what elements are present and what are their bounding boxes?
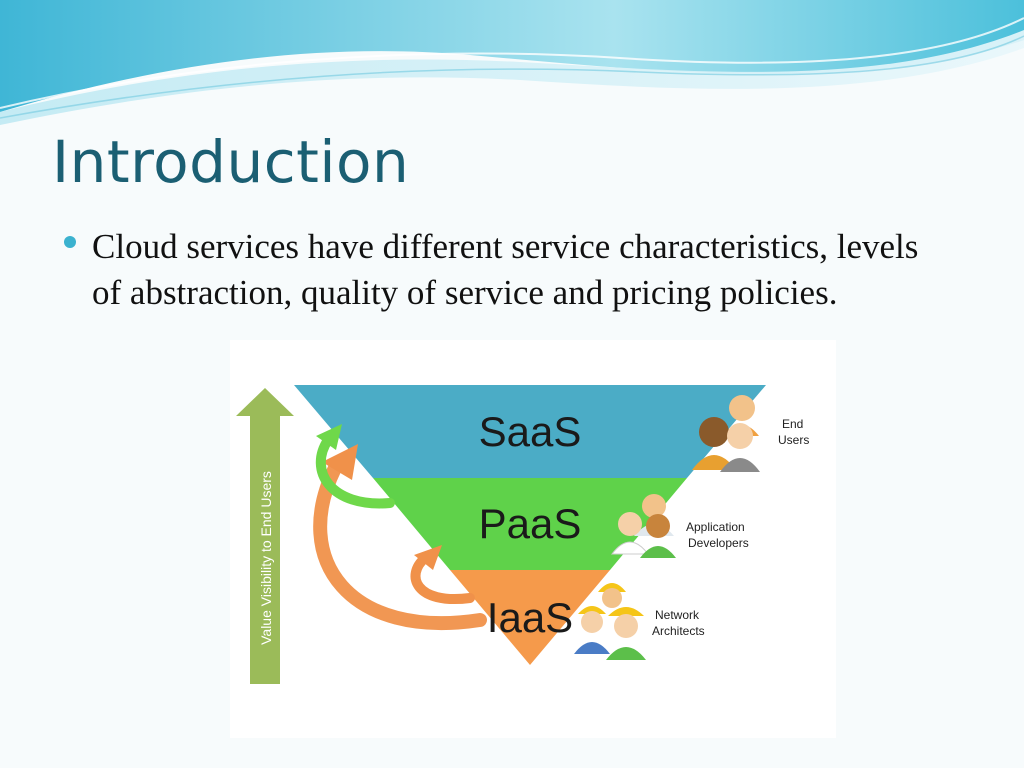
bullet-text: Cloud services have different service ch…	[92, 227, 919, 312]
end-users-label-line1: End	[782, 417, 803, 431]
iaas-label: IaaS	[487, 594, 573, 641]
iaas-layer	[450, 570, 610, 665]
application-developers-label-line1: Application	[686, 520, 745, 534]
value-visibility-label: Value Visibility to End Users	[258, 471, 274, 645]
cloud-service-pyramid-diagram: Value Visibility to End Users SaaS PaaS …	[230, 340, 836, 738]
bullet-marker	[64, 236, 76, 248]
slide-title: Introduction	[52, 128, 410, 196]
paas-label: PaaS	[479, 500, 582, 547]
saas-layer	[294, 385, 766, 478]
end-users-label-line2: Users	[778, 433, 809, 447]
application-developers-label-line2: Developers	[688, 536, 749, 550]
network-architects-label-line2: Architects	[652, 624, 705, 638]
header-wave-decoration	[0, 0, 1024, 125]
network-architects-label-line1: Network	[655, 608, 700, 622]
end-users-people-icon	[692, 395, 760, 472]
saas-label: SaaS	[479, 408, 582, 455]
value-visibility-arrow	[236, 388, 294, 684]
network-architects-people-icon	[574, 583, 646, 660]
curved-arrow-green	[315, 424, 395, 509]
curved-arrow-small	[410, 545, 475, 605]
curved-arrow-large	[313, 444, 487, 631]
paas-layer	[373, 478, 687, 570]
application-developers-people-icon	[610, 494, 676, 558]
